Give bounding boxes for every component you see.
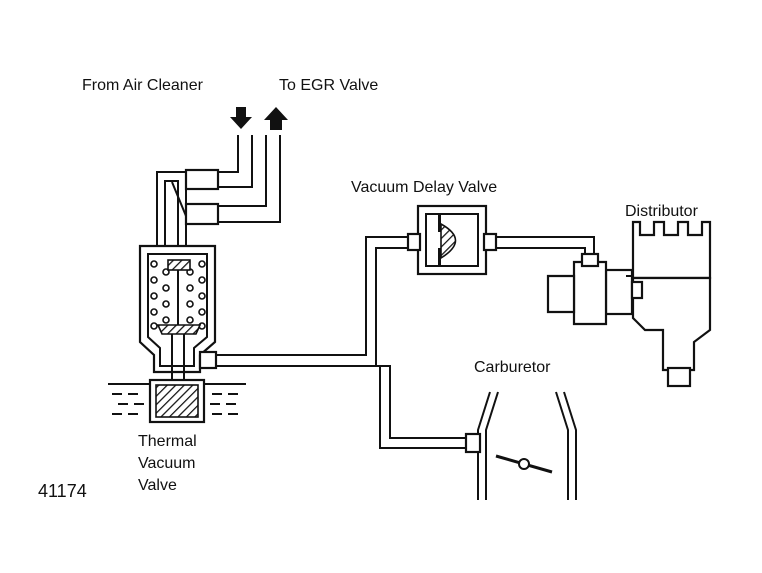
distributor [546,220,712,388]
vacuum-delay-valve [406,204,498,276]
up-arrow-icon [264,107,288,130]
figure-number: 41174 [38,481,87,501]
thermal-vacuum-valve [138,168,220,424]
down-arrow-icon [230,107,252,129]
air-cleaner-label: From Air Cleaner [82,77,204,94]
tvv-vacuum-line [216,236,470,439]
carburetor-label: Carburetor [474,359,551,376]
spring-coils [150,260,206,330]
carburetor [464,391,577,500]
egr-valve-label: To EGR Valve [279,77,378,94]
coolant-surface [108,383,246,415]
vacuum-delay-valve-label: Vacuum Delay Valve [351,179,497,196]
distributor-label: Distributor [625,203,699,220]
carburetor-vacuum-line [379,366,470,449]
egr-hose [218,135,281,223]
air-cleaner-hose [218,135,253,188]
thermal-vacuum-valve-label-line1: Thermal [138,433,197,450]
distributor-vacuum-line [496,236,595,260]
thermal-vacuum-valve-label-line2: Vacuum [138,455,196,472]
thermal-vacuum-valve-label-line3: Valve [138,477,177,494]
